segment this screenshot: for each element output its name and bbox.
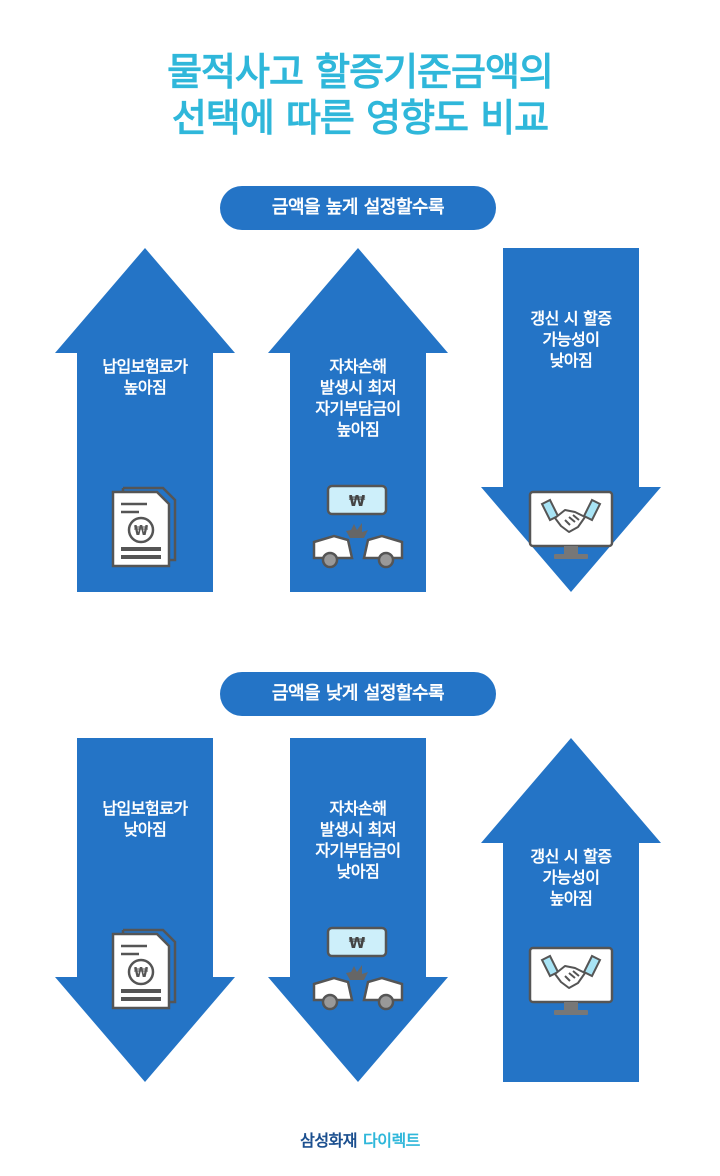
arrow-card-label-line: 갱신 시 할증 xyxy=(530,309,612,328)
arrow-card-label-line: 발생시 최저 xyxy=(319,378,397,397)
svg-text:₩: ₩ xyxy=(134,524,149,539)
arrow-card-label-line: 자차손해 xyxy=(329,357,387,376)
arrow-card-label-line: 높아짐 xyxy=(123,378,167,397)
arrow-polygon xyxy=(481,738,661,1082)
arrow-polygon xyxy=(55,738,235,1082)
arrow-card-label-line: 납입보험료가 xyxy=(102,799,188,818)
car-crash-won-icon: ₩ xyxy=(310,484,406,580)
arrow-polygon xyxy=(268,738,448,1082)
svg-text:₩: ₩ xyxy=(349,492,366,510)
arrow-card-label-line: 높아짐 xyxy=(549,889,593,908)
page-title-line-1: 물적사고 할증기준금액의 xyxy=(167,50,554,94)
arrow-up-shape xyxy=(268,248,448,592)
arrow-card-label-line: 낮아짐 xyxy=(336,862,380,881)
brand-footer: 삼성화재 다이렉트 xyxy=(0,1127,720,1151)
arrow-polygon xyxy=(268,248,448,592)
arrow-polygon xyxy=(55,248,235,592)
arrow-down-shape xyxy=(55,738,235,1082)
section-header-low: 금액을 낮게 설정할수록 xyxy=(220,672,496,716)
arrow-card-label-line: 발생시 최저 xyxy=(319,820,397,839)
monitor-handshake-icon xyxy=(528,946,614,1022)
monitor-handshake-icon xyxy=(528,490,614,566)
brand-secondary: 다이렉트 xyxy=(363,1131,420,1150)
arrow-down-shape xyxy=(481,248,661,592)
arrow-card-label-line: 자기부담금이 xyxy=(315,399,401,418)
car-crash-won-icon: ₩ xyxy=(310,926,406,1022)
svg-text:₩: ₩ xyxy=(349,934,366,952)
page-title-line-2: 선택에 따른 영향도 비교 xyxy=(171,96,549,140)
arrow-card-label-line: 높아짐 xyxy=(336,420,380,439)
arrow-card-label-line: 낮아짐 xyxy=(123,820,167,839)
receipt-won-icon: ₩ xyxy=(109,928,179,1018)
arrow-card-label-line: 가능성이 xyxy=(542,868,600,887)
svg-text:₩: ₩ xyxy=(134,966,149,981)
arrow-down-shape xyxy=(268,738,448,1082)
arrow-card-label-line: 자기부담금이 xyxy=(315,841,401,860)
section-header-high: 금액을 높게 설정할수록 xyxy=(220,186,496,230)
arrow-card-label-line: 갱신 시 할증 xyxy=(530,847,612,866)
arrow-card-label-line: 납입보험료가 xyxy=(102,357,188,376)
arrow-up-shape xyxy=(55,248,235,592)
arrow-card-label-line: 가능성이 xyxy=(542,330,600,349)
brand-primary: 삼성화재 xyxy=(300,1131,357,1150)
arrow-polygon xyxy=(481,248,661,592)
arrow-up-shape xyxy=(481,738,661,1082)
arrow-card-label-line: 낮아짐 xyxy=(549,351,593,370)
receipt-won-icon: ₩ xyxy=(109,486,179,576)
arrow-card-label-line: 자차손해 xyxy=(329,799,387,818)
